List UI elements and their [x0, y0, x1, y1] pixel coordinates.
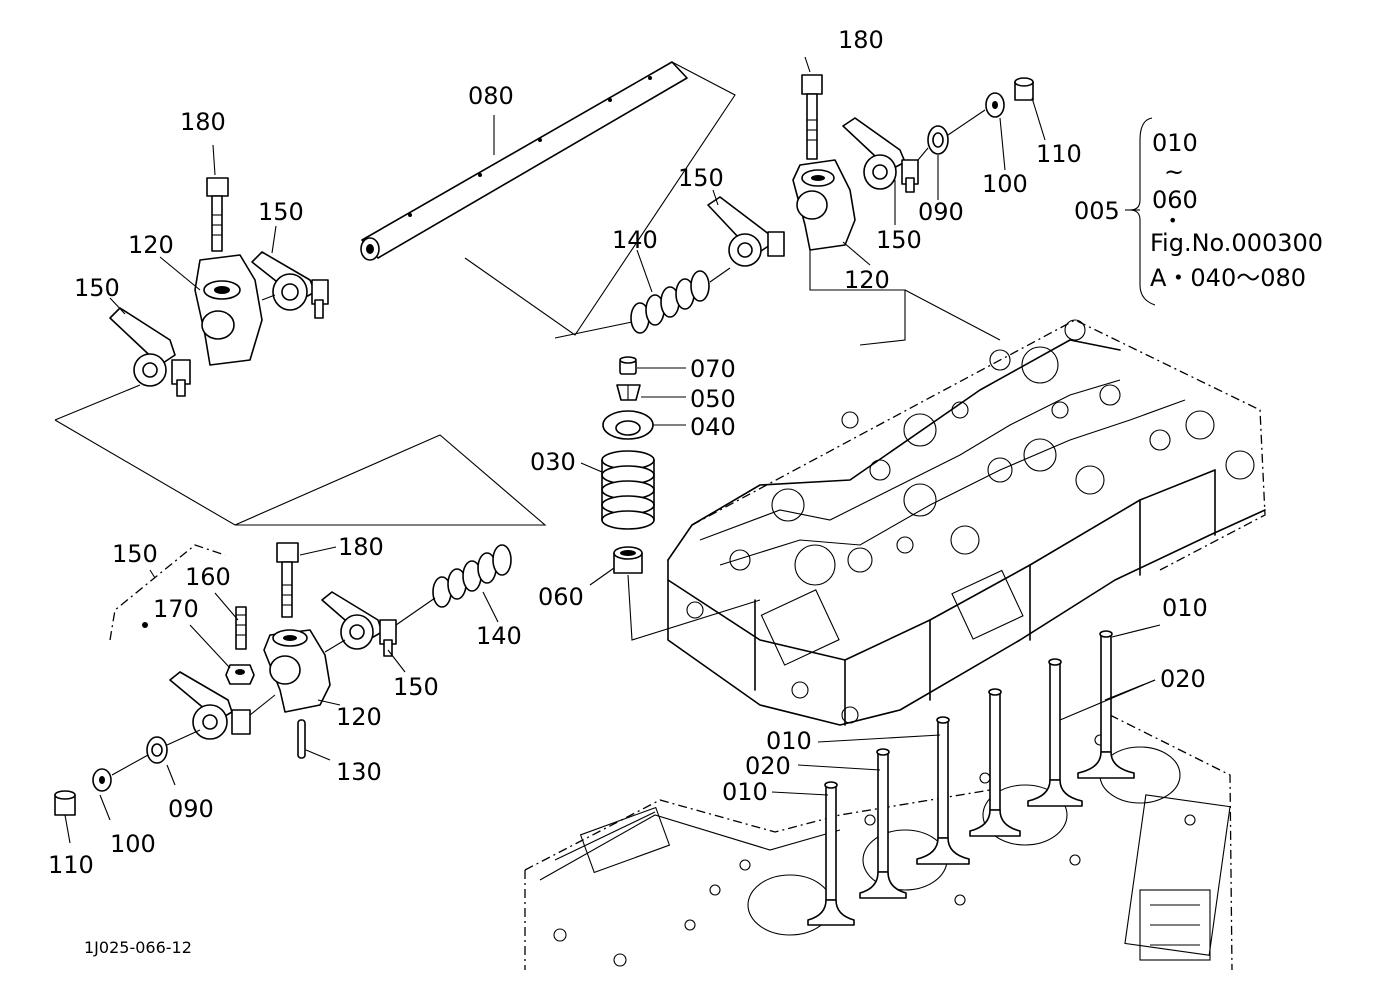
rocker-arm-150-lower-left [169, 671, 251, 740]
callout-140-b: 140 [476, 622, 522, 650]
callout-150-f: 150 [393, 673, 439, 701]
callout-150-e: 150 [112, 540, 158, 568]
pin-130 [297, 719, 306, 759]
callout-110-a: 110 [1036, 140, 1082, 168]
rocker-arm-150-top-left [707, 196, 785, 267]
callout-180-left: 180 [180, 108, 226, 136]
cylinder-head [667, 319, 1266, 726]
assembly-set-note: 005 010 ~ 060 • Fig.No.000300 A・040～080 [1074, 129, 1323, 292]
callout-010-a: 010 [1162, 594, 1208, 622]
bolt-180-lower [276, 542, 299, 618]
valve-stem-seal [613, 546, 643, 574]
washer-090-lower [146, 736, 168, 764]
callout-100-a: 100 [982, 170, 1028, 198]
lower-left-rocker-assembly [54, 542, 512, 816]
washer-090-top [927, 125, 949, 155]
spring-retainer [602, 410, 654, 440]
set-note-from: 010 [1152, 129, 1198, 157]
callout-180-lower: 180 [338, 533, 384, 561]
set-note-tilde: ~ [1164, 158, 1184, 186]
callout-010-c: 010 [722, 778, 768, 806]
callout-090-b: 090 [168, 795, 214, 823]
spring-140-top [630, 270, 710, 334]
callout-060: 060 [538, 583, 584, 611]
callout-180-top: 180 [838, 26, 884, 54]
rocker-bracket-120-lower [263, 629, 331, 713]
bolt-180-top [801, 74, 823, 160]
rocker-bracket-120-left [194, 254, 263, 366]
washer-100-top [985, 92, 1005, 118]
callout-080: 080 [468, 82, 514, 110]
cylinder-block [524, 714, 1233, 971]
rocker-shaft [360, 61, 736, 336]
callout-120-b: 120 [844, 266, 890, 294]
rocker-arm-150-lower-right [321, 591, 397, 657]
drawing-id: 1J025-066-12 [84, 938, 192, 957]
valve-5 [1027, 658, 1083, 807]
spring-140-lower [432, 544, 512, 608]
left-rocker-assembly [54, 177, 547, 526]
washer-100-lower [92, 768, 112, 792]
callout-090-a: 090 [918, 198, 964, 226]
callout-150-c: 150 [678, 164, 724, 192]
valves [807, 630, 1135, 926]
callout-150-a: 150 [258, 198, 304, 226]
valve-collet [616, 384, 641, 401]
callout-170: 170 [153, 595, 199, 623]
valve-6 [1077, 630, 1135, 779]
callout-120-a: 120 [128, 231, 174, 259]
rocker-bracket-120-top [792, 159, 856, 251]
callout-150-d: 150 [876, 226, 922, 254]
callout-110-b: 110 [48, 851, 94, 879]
valve-4 [969, 688, 1021, 837]
callout-010-b: 010 [766, 727, 812, 755]
callout-070: 070 [690, 355, 736, 383]
rocker-arm-150-left-top [251, 251, 329, 319]
rocker-arm-150-top-right [842, 117, 919, 193]
plug-110-top [1014, 77, 1034, 101]
callout-labels: 080 180 180 180 150 150 150 150 150 150 … [48, 26, 1208, 879]
set-note-range: A・040～080 [1150, 264, 1306, 292]
valve-2 [859, 748, 907, 899]
set-note-dot: • [1168, 211, 1177, 230]
valve-spring-stack [601, 356, 761, 641]
set-note-assembly: 005 [1074, 197, 1120, 225]
callout-050: 050 [690, 385, 736, 413]
valve-spring [601, 450, 655, 530]
callout-130: 130 [336, 758, 382, 786]
lock-nut-170 [225, 664, 255, 685]
set-note-to: 060 [1152, 186, 1198, 214]
callout-140-a: 140 [612, 226, 658, 254]
callout-100-b: 100 [110, 830, 156, 858]
adjust-screw-160 [235, 606, 247, 650]
bolt-180-left [206, 177, 229, 252]
upper-right-rocker-assembly [554, 74, 1034, 346]
callout-120-c: 120 [336, 703, 382, 731]
callout-020-b: 020 [745, 752, 791, 780]
valve-1 [807, 781, 855, 926]
leader-lines [64, 56, 1161, 844]
callout-030: 030 [530, 448, 576, 476]
callout-150-b: 150 [74, 274, 120, 302]
plug-110-lower [54, 790, 76, 816]
valve-3 [916, 716, 970, 865]
callout-020-a: 020 [1160, 665, 1206, 693]
valve-cap [619, 356, 637, 375]
set-note-fig: Fig.No.000300 [1150, 229, 1323, 257]
callout-160: 160 [185, 563, 231, 591]
rocker-arm-150-left-bottom [109, 307, 191, 397]
callout-040: 040 [690, 413, 736, 441]
